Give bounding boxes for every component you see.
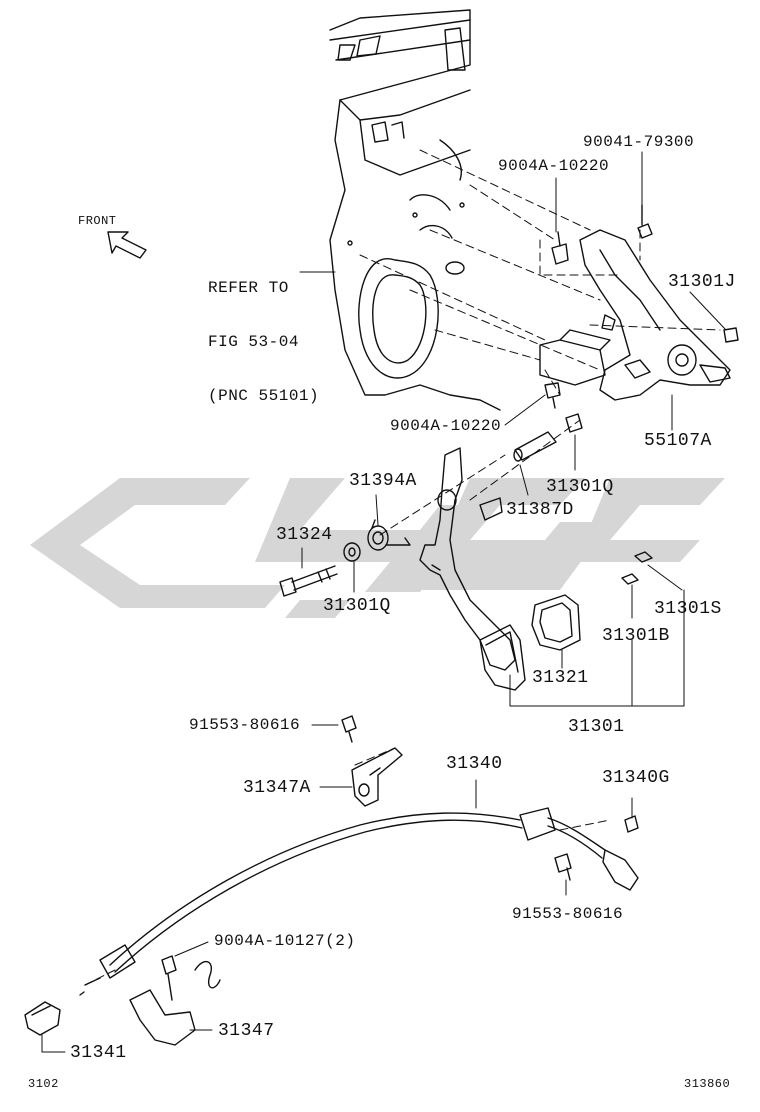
part-label-31301q-right[interactable]: 31301Q <box>546 477 614 497</box>
part-label-31387d[interactable]: 31387D <box>506 500 574 520</box>
part-label-31340[interactable]: 31340 <box>446 754 503 774</box>
part-label-31347[interactable]: 31347 <box>218 1021 275 1041</box>
part-label-90041-79300[interactable]: 90041-79300 <box>583 133 695 151</box>
pedal-arm-drawing <box>419 447 653 691</box>
part-label-31301s[interactable]: 31301S <box>654 599 722 619</box>
part-label-31341[interactable]: 31341 <box>70 1043 127 1063</box>
guide-lines <box>84 149 721 986</box>
reference-note-line-3: (PNC 55101) <box>208 387 320 405</box>
leader-lines <box>41 151 727 1053</box>
part-label-31301[interactable]: 31301 <box>568 717 625 737</box>
line-art <box>24 9 739 1053</box>
part-label-55107a[interactable]: 55107A <box>644 431 712 451</box>
front-arrow-icon <box>107 231 147 259</box>
reference-note-line-1: REFER TO <box>208 279 289 297</box>
watermark-logo <box>30 478 725 618</box>
pedal-bracket-drawing <box>539 229 731 401</box>
body-panel-drawing <box>329 9 501 411</box>
front-label: FRONT <box>78 214 117 228</box>
upper-fasteners <box>279 204 739 597</box>
part-label-31340g[interactable]: 31340G <box>602 768 670 788</box>
part-label-31347a[interactable]: 31347A <box>243 778 311 798</box>
part-label-9004a-10220-top[interactable]: 9004A-10220 <box>498 157 610 175</box>
cable-drawing <box>24 807 639 1046</box>
footer-left-code: 3102 <box>28 1077 59 1091</box>
part-label-31321[interactable]: 31321 <box>532 668 589 688</box>
part-label-31301j[interactable]: 31301J <box>668 272 736 292</box>
footer-right-code: 313860 <box>684 1077 731 1091</box>
part-label-31394a[interactable]: 31394A <box>349 471 417 491</box>
reference-note[interactable]: REFER TO FIG 53-04 (PNC 55101) <box>208 243 319 423</box>
part-label-9004a-10220-mid[interactable]: 9004A-10220 <box>390 417 502 435</box>
reference-note-line-2: FIG 53-04 <box>208 333 299 351</box>
part-label-91553-80616-top[interactable]: 91553-80616 <box>189 716 301 734</box>
cable-bracket-upper-drawing <box>341 715 403 807</box>
part-label-31301q-left[interactable]: 31301Q <box>323 596 391 616</box>
part-label-31324[interactable]: 31324 <box>276 525 333 545</box>
part-label-9004a-10127[interactable]: 9004A-10127(2) <box>214 932 356 950</box>
part-label-31301b[interactable]: 31301B <box>602 626 670 646</box>
part-label-91553-80616-bottom[interactable]: 91553-80616 <box>512 905 624 923</box>
